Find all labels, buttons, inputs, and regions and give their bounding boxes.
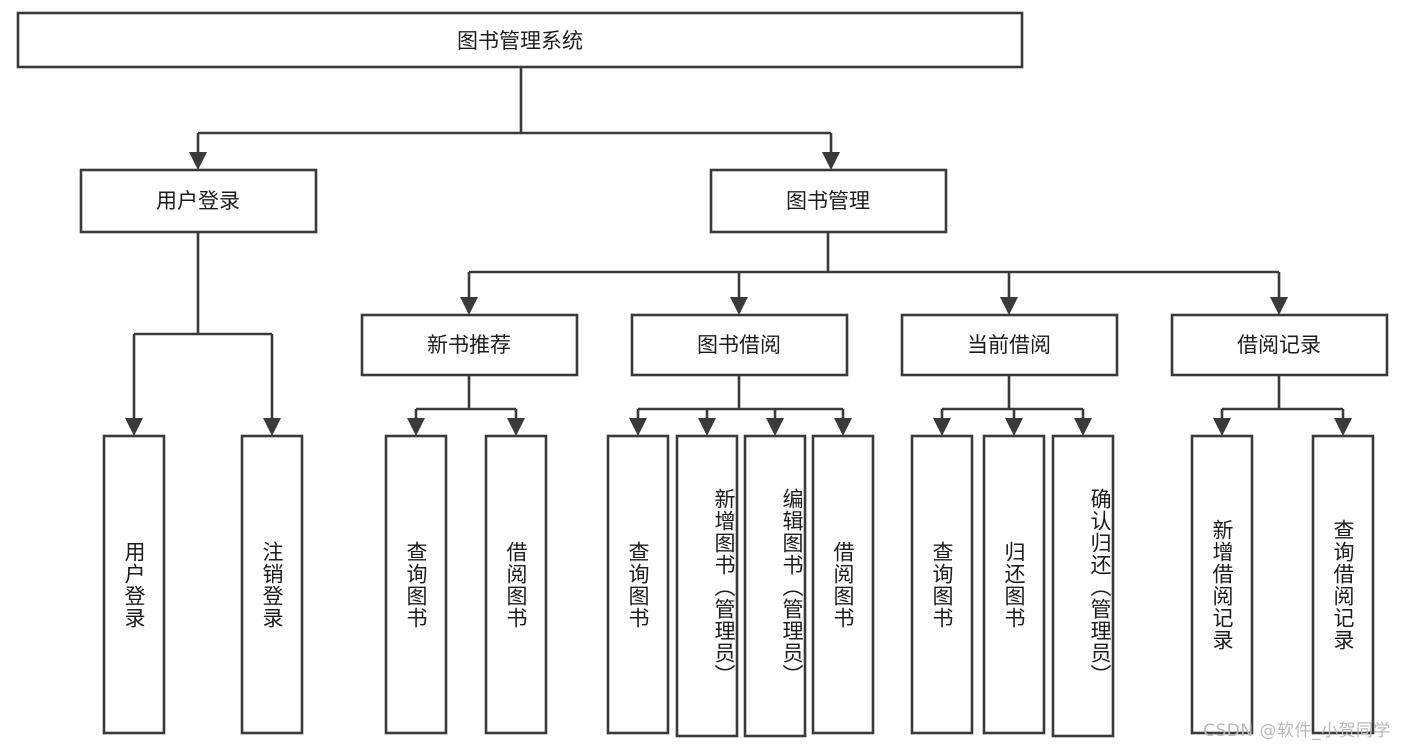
node-current-borrow-label: 当前借阅 — [967, 333, 1051, 357]
leaf-node-boxes — [102, 434, 1375, 738]
connector-user-login-to-leaves — [125, 232, 281, 436]
arrow-head-icon — [1000, 297, 1018, 315]
node-user-login[interactable]: 用户登录 — [79, 168, 318, 234]
arrow-head-icon — [125, 418, 143, 436]
arrow-head-icon — [407, 418, 425, 436]
connector-current-borrow-to-leaves — [933, 375, 1092, 436]
connector-book-borrow-to-leaves — [629, 375, 852, 436]
connector-new-book-rec-to-leaves — [407, 375, 525, 436]
leaf-query-book-rec-box[interactable] — [384, 434, 448, 735]
arrow-head-icon — [1270, 297, 1288, 315]
node-user-login-label: 用户登录 — [156, 189, 240, 213]
node-borrow-record-label: 借阅记录 — [1237, 333, 1321, 357]
leaf-query-book-bw-box[interactable] — [606, 434, 670, 735]
leaf-add-book-box[interactable] — [675, 434, 739, 738]
node-borrow-record[interactable]: 借阅记录 — [1170, 313, 1389, 377]
node-current-borrow[interactable]: 当前借阅 — [900, 313, 1119, 377]
node-current-borrow-box[interactable] — [900, 313, 1119, 377]
arrow-head-icon — [1074, 418, 1092, 436]
node-new-book-rec-label: 新书推荐 — [427, 333, 511, 357]
watermark-text: CSDN @软件_小贺同学 — [1203, 721, 1391, 741]
connector-borrow-record-to-leaves — [1213, 375, 1352, 436]
node-book-borrow-label: 图书借阅 — [697, 333, 781, 357]
arrow-head-icon — [1334, 418, 1352, 436]
node-new-book-rec-box[interactable] — [360, 313, 579, 377]
node-new-book-rec[interactable]: 新书推荐 — [360, 313, 579, 377]
arrow-head-icon — [189, 152, 207, 170]
leaf-query-record-box[interactable] — [1311, 434, 1375, 735]
node-root[interactable]: 图书管理系统 — [16, 11, 1024, 69]
arrow-head-icon — [460, 297, 478, 315]
arrow-head-icon — [1213, 418, 1231, 436]
leaf-add-record-box[interactable] — [1190, 434, 1254, 735]
arrow-head-icon — [834, 418, 852, 436]
leaf-logout-box[interactable] — [240, 434, 304, 735]
leaf-confirm-return-box[interactable] — [1051, 434, 1115, 738]
arrow-head-icon — [263, 418, 281, 436]
node-user-login-box[interactable] — [79, 168, 318, 234]
leaf-query-book-cur-box[interactable] — [910, 434, 974, 735]
arrow-head-icon — [507, 418, 525, 436]
leaf-return-book-box[interactable] — [982, 434, 1046, 735]
connector-book-manage-to-level3 — [460, 232, 1288, 315]
leaf-edit-book-box[interactable] — [743, 434, 807, 738]
leaf-borrow-book-rec-box[interactable] — [484, 434, 548, 735]
arrow-head-icon — [1005, 418, 1023, 436]
node-book-borrow[interactable]: 图书借阅 — [630, 313, 849, 377]
node-root-box[interactable] — [16, 11, 1024, 69]
arrow-head-icon — [730, 297, 748, 315]
leaf-user-login-box[interactable] — [102, 434, 166, 735]
arrow-head-icon — [822, 152, 840, 170]
arrow-head-icon — [766, 418, 784, 436]
node-book-manage-label: 图书管理 — [786, 189, 870, 213]
connector-root-to-level2 — [189, 67, 840, 170]
leaf-borrow-book-bw-box[interactable] — [811, 434, 875, 735]
arrow-head-icon — [933, 418, 951, 436]
node-book-manage[interactable]: 图书管理 — [709, 168, 948, 234]
node-root-label: 图书管理系统 — [457, 29, 583, 53]
arrow-head-icon — [629, 418, 647, 436]
arrow-head-icon — [698, 418, 716, 436]
